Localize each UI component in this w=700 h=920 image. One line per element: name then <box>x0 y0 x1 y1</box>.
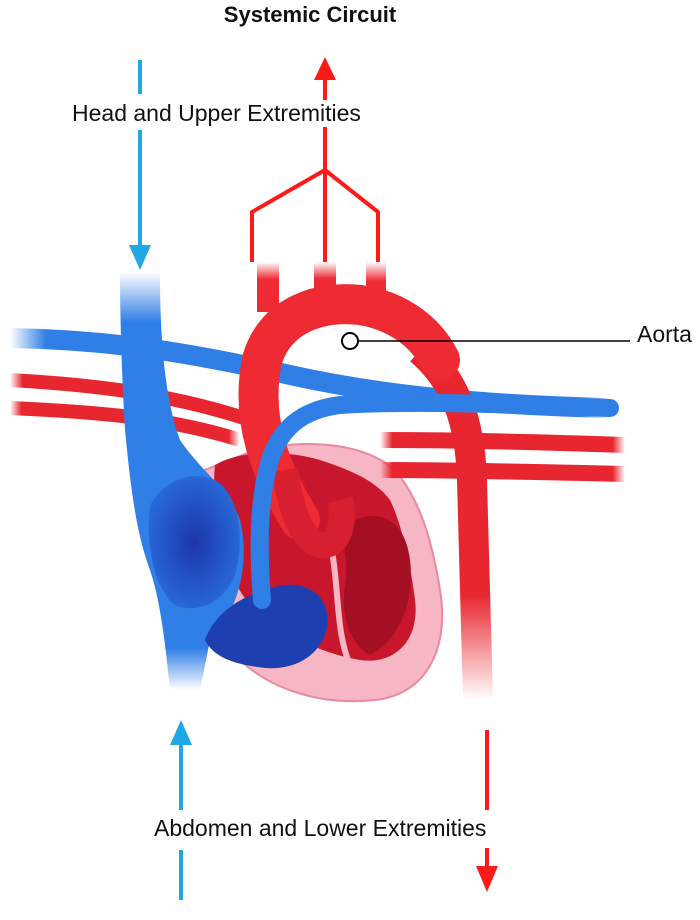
aortic-root <box>272 468 355 559</box>
aortic-branch-left <box>257 262 279 312</box>
pulmonary-vessel-red-upper-right <box>379 432 626 453</box>
pulmonary-trunk-blue <box>250 393 619 609</box>
aorta-marker <box>341 332 359 350</box>
aortic-branch-middle <box>314 262 336 310</box>
aortic-branch-right <box>366 262 386 317</box>
label-aorta: Aorta <box>637 321 692 347</box>
right-ventricle <box>205 584 328 669</box>
arrow-lower-venous-return <box>170 720 192 900</box>
label-abdomen-and-lower-extremities: Abdomen and Lower Extremities <box>150 815 491 842</box>
pulmonary-vessel-red-lower-right <box>379 462 626 482</box>
arrow-upper-arterial-flow <box>314 57 336 94</box>
diagram-title: Systemic Circuit <box>223 2 397 27</box>
arrow-upper-venous-return <box>129 60 151 270</box>
right-atrium <box>148 476 240 609</box>
label-head-and-upper-extremities: Head and Upper Extremities <box>68 100 365 127</box>
arrow-lower-arterial-flow <box>476 730 498 892</box>
left-ventricle <box>343 516 411 655</box>
